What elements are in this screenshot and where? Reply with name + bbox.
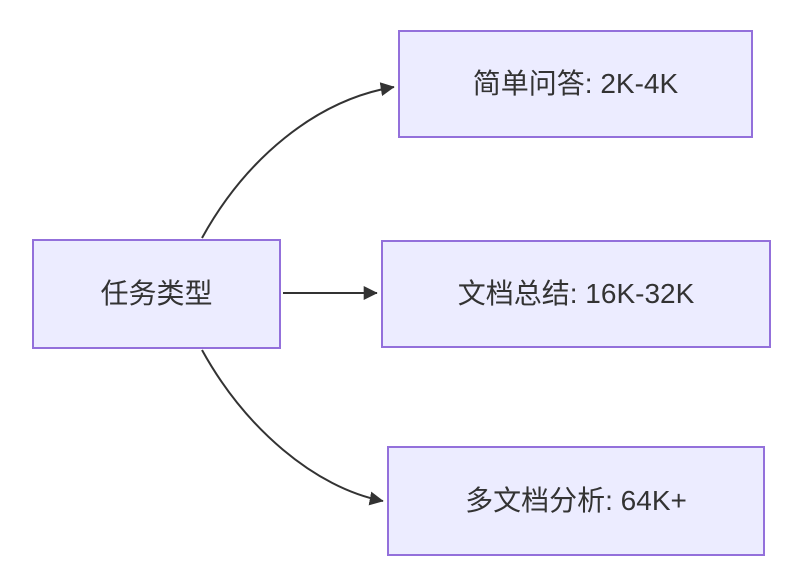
node-task-type-label: 任务类型	[100, 278, 213, 310]
node-simple-qa: 简单问答: 2K-4K	[398, 30, 753, 138]
node-doc-summary: 文档总结: 16K-32K	[381, 240, 771, 348]
node-multi-doc-analysis: 多文档分析: 64K+	[387, 446, 765, 556]
edge-task-to-simple-qa	[201, 82, 395, 239]
edge-task-to-multi-doc	[201, 349, 384, 506]
node-simple-qa-label: 简单问答: 2K-4K	[472, 68, 679, 100]
node-multi-doc-analysis-label: 多文档分析: 64K+	[465, 485, 687, 517]
node-task-type: 任务类型	[32, 239, 281, 349]
node-doc-summary-label: 文档总结: 16K-32K	[457, 278, 695, 310]
